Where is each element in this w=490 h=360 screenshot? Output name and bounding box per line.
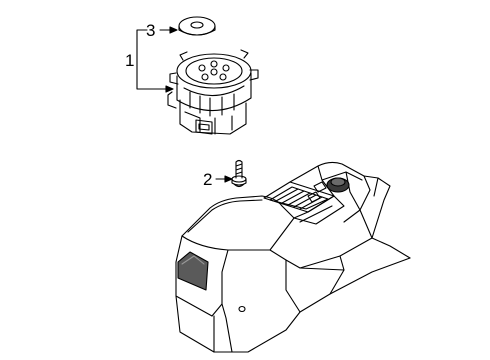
leader-2-arrow: [224, 175, 233, 183]
leader-1-arrow: [165, 85, 174, 93]
selector-knob-assembly-icon: [167, 49, 259, 135]
callout-label-2: 2: [203, 170, 213, 189]
leader-1-bracket: [136, 29, 167, 90]
washer-ring-icon: [178, 16, 216, 36]
callout-leaders: [136, 26, 233, 183]
console-front-panel: [177, 251, 209, 291]
center-console-icon: [175, 161, 411, 353]
screw-icon: [231, 159, 247, 188]
leader-3-arrow: [169, 26, 178, 34]
callout-label-1: 1: [125, 51, 135, 70]
callout-label-3: 3: [146, 21, 156, 40]
